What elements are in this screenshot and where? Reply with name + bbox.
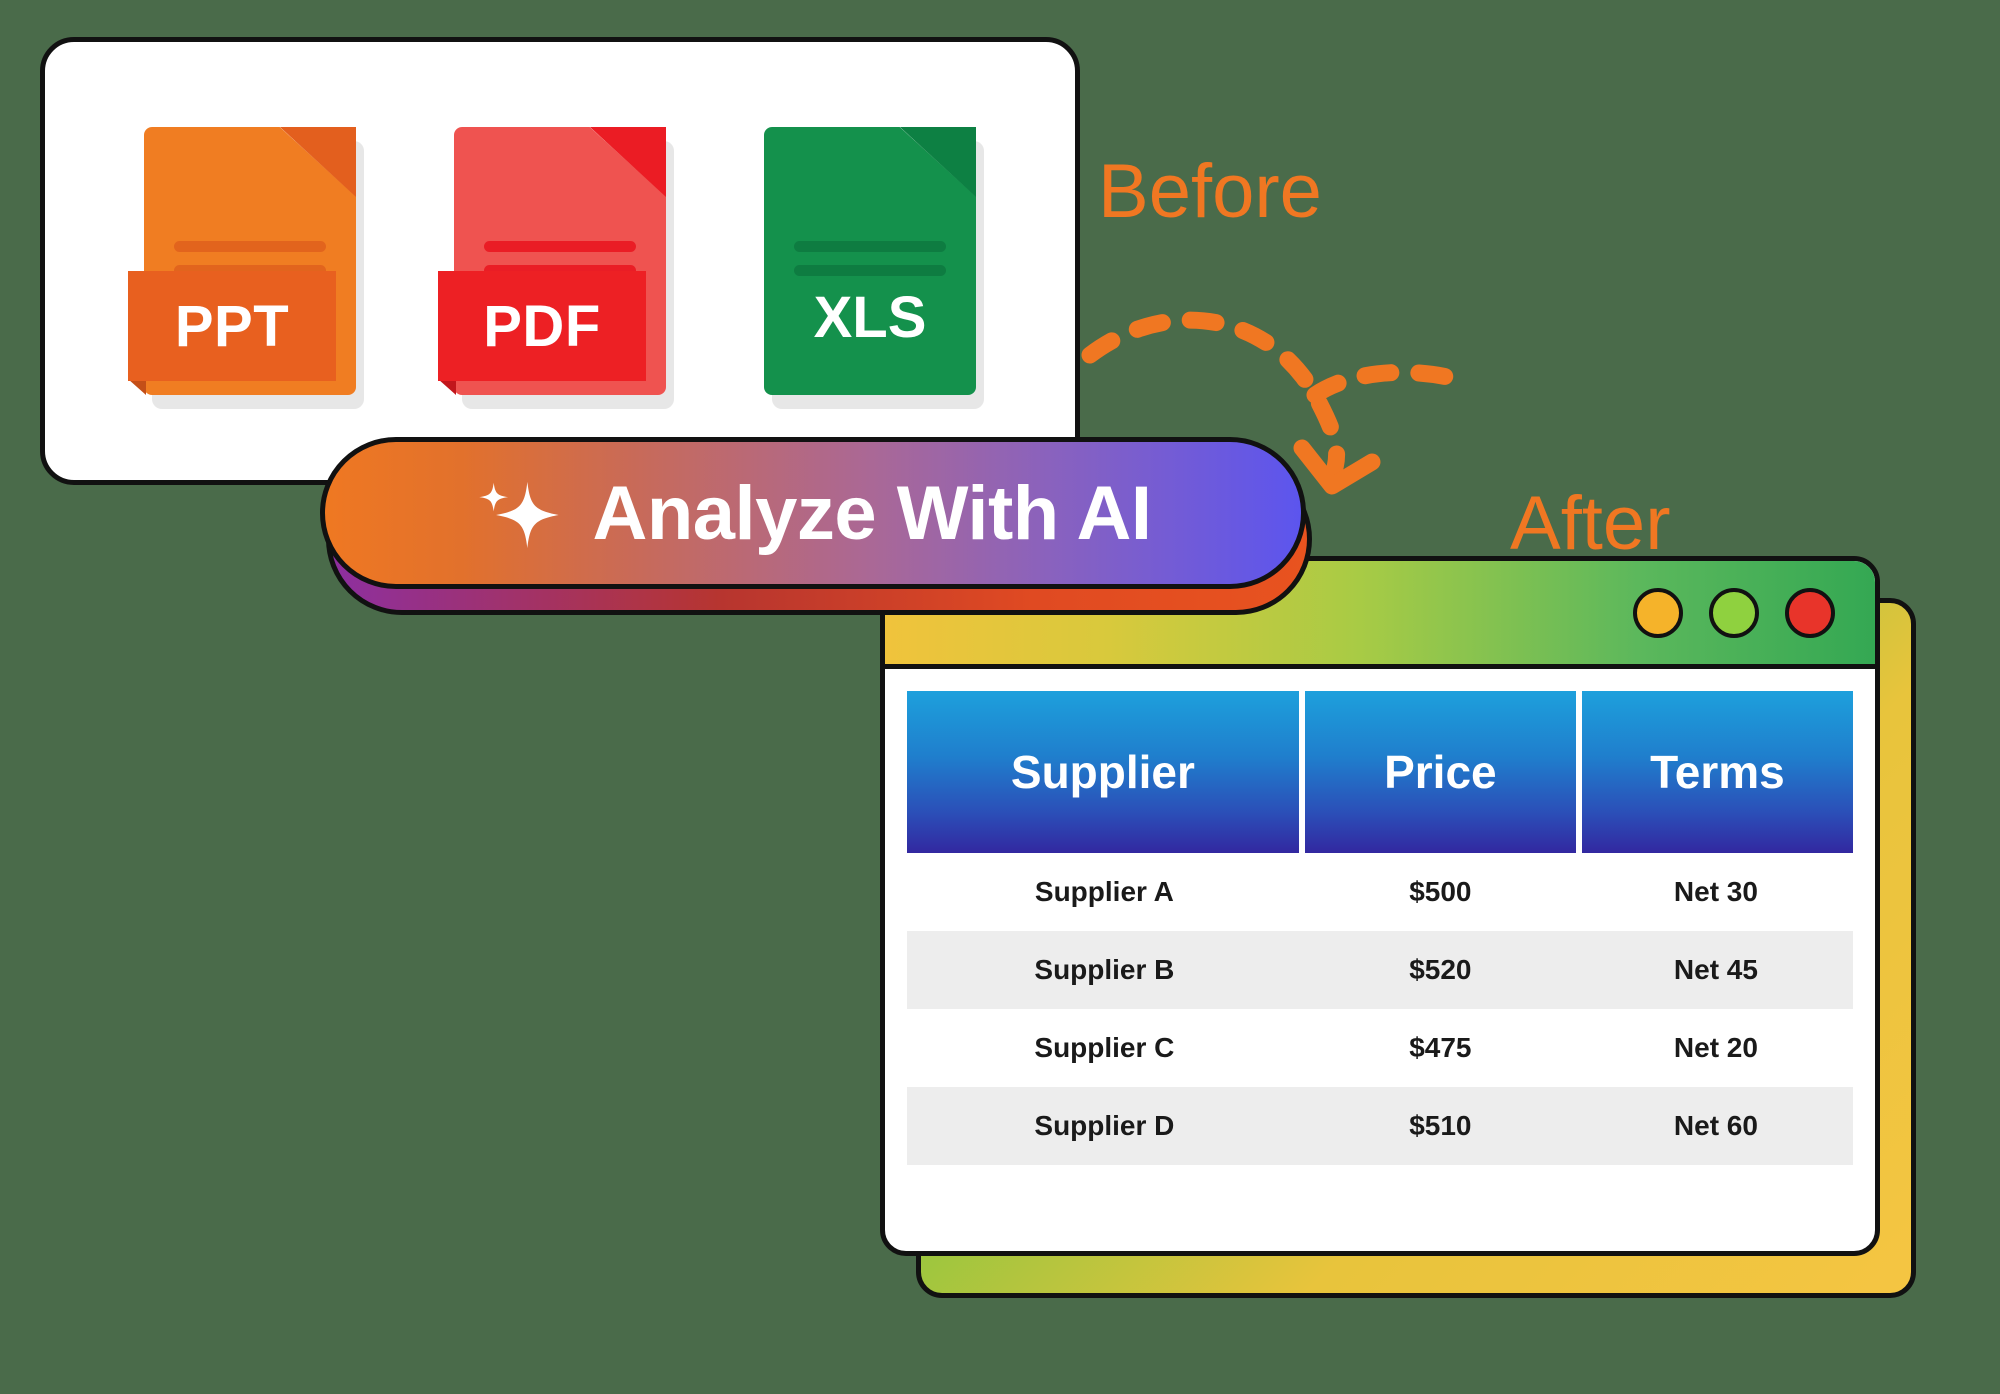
cell-supplier: Supplier A (1034, 876, 1174, 907)
file-icon-body: PPT (128, 127, 356, 395)
column-header-terms[interactable]: Terms (1578, 691, 1853, 853)
cell-terms: Net 45 (1578, 931, 1853, 1009)
file-icon-text-lines (794, 241, 946, 289)
cell-terms: Net 60 (1578, 1087, 1853, 1165)
cell-supplier: Supplier C (1034, 1032, 1175, 1063)
before-label: Before (1098, 149, 1322, 234)
table-row: Supplier C $475 Net 20 (907, 1009, 1853, 1087)
cell-price: $510 (1301, 1087, 1579, 1165)
column-header-supplier[interactable]: Supplier (907, 691, 1305, 853)
cell-supplier: Supplier D (907, 1087, 1302, 1165)
file-icon-band-tail (438, 379, 456, 395)
file-icon-band-tail (128, 379, 146, 395)
table-row: Supplier B $520 Net 45 (907, 931, 1853, 1009)
file-icon-label: PDF (483, 293, 601, 359)
analyze-with-ai-button[interactable]: Analyze With AI (320, 437, 1306, 589)
before-documents-card: PPT PDF (40, 37, 1080, 485)
supplier-comparison-table: Supplier Price Terms Supplier A $500 Net… (907, 691, 1853, 1165)
table-header: Supplier Price Terms (907, 691, 1853, 853)
cell-terms: Net 20 (1673, 1032, 1758, 1063)
cell-price: $475 (1409, 1032, 1472, 1063)
window-dot-yellow[interactable] (1633, 587, 1683, 638)
window-content: Supplier Price Terms Supplier A $500 Net… (885, 669, 1875, 1189)
file-icon-sheet (764, 127, 976, 395)
column-header-price[interactable]: Price (1301, 691, 1582, 853)
window-dot-green[interactable] (1709, 587, 1759, 638)
file-icon-body: PDF (438, 127, 666, 395)
cell-price: $520 (1301, 931, 1579, 1009)
after-label: After (1510, 481, 1671, 566)
file-icon-band: PDF (438, 271, 646, 381)
after-window-frame: Supplier Price Terms Supplier A $500 Net… (880, 556, 1880, 1256)
cell-terms: Net 30 (1673, 876, 1758, 907)
file-icon-label: XLS (813, 285, 927, 350)
file-icon-text-lines (174, 241, 326, 289)
table-header-row: Supplier Price Terms (907, 691, 1853, 853)
file-icon-text-lines (484, 241, 636, 289)
analyze-with-ai-button-wrapper: Analyze With AI (320, 437, 1320, 617)
file-icon-body: XLS (764, 127, 976, 395)
analyze-button-label: Analyze With AI (592, 470, 1152, 556)
window-dot-red[interactable] (1785, 587, 1835, 638)
excel-file-icon: XLS (764, 127, 984, 409)
after-results-window: Supplier Price Terms Supplier A $500 Net… (880, 556, 1935, 1316)
sparkles-icon (479, 481, 560, 549)
file-icon-band: PPT (128, 271, 336, 381)
pdf-file-icon: PDF (438, 127, 674, 409)
table-row: Supplier A $500 Net 30 (907, 853, 1853, 931)
cell-price: $500 (1409, 876, 1472, 907)
table-body: Supplier A $500 Net 30 Supplier B $520 N… (907, 853, 1853, 1165)
file-icon-label: PPT (174, 293, 290, 359)
table-row: Supplier D $510 Net 60 (907, 1087, 1853, 1165)
powerpoint-file-icon: PPT (128, 127, 364, 409)
window-titlebar (885, 561, 1875, 669)
cell-supplier: Supplier B (907, 931, 1302, 1009)
